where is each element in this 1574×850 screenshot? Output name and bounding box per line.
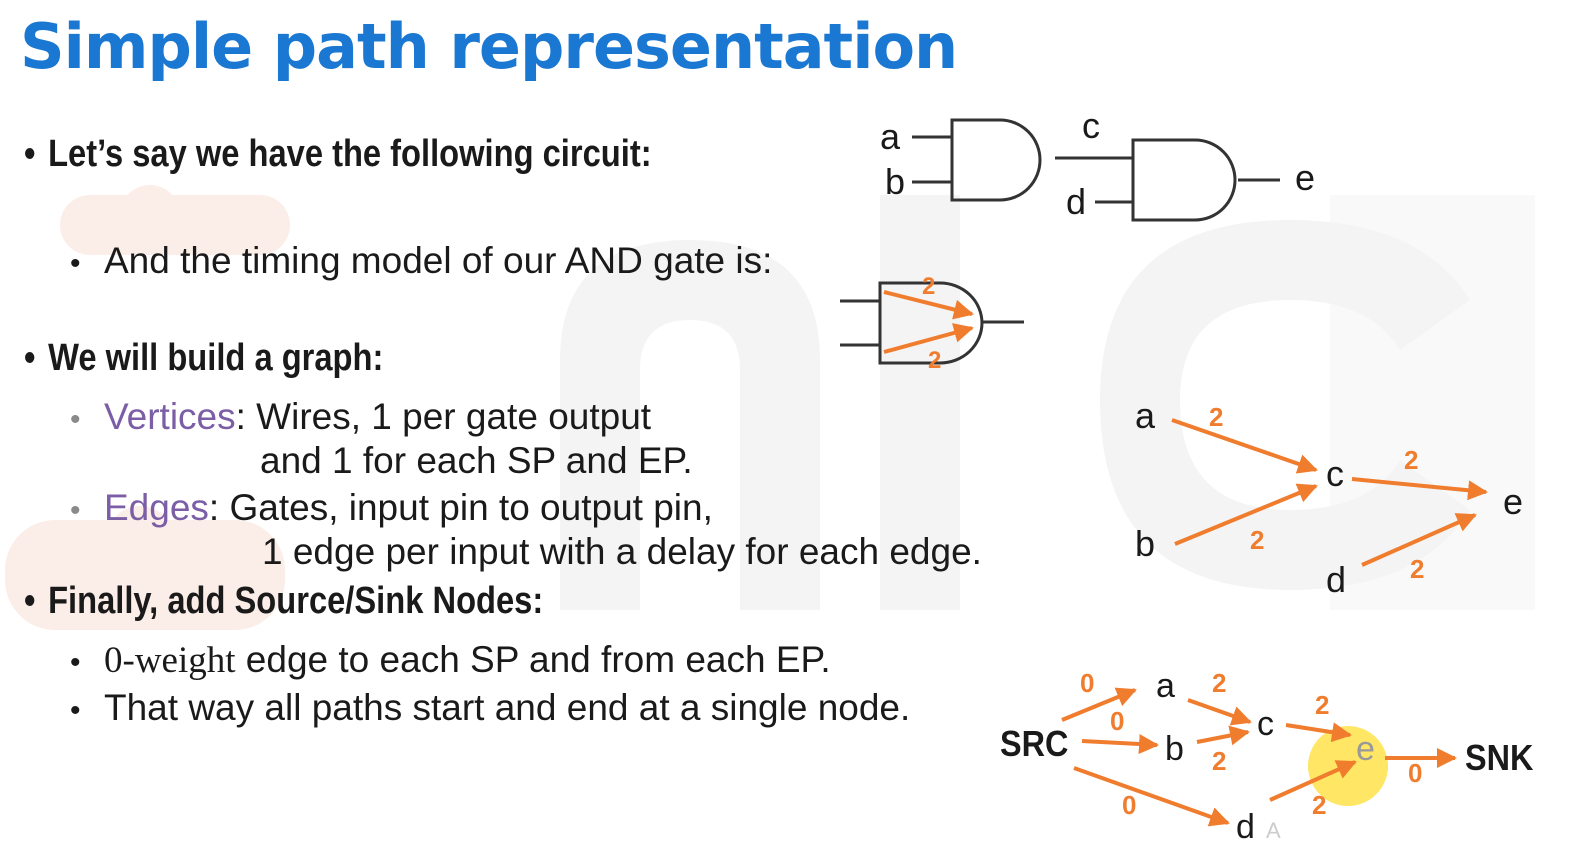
bullet-marker: • [24, 337, 36, 379]
ss-node-b: b [1165, 730, 1184, 768]
sub-bullet-vertices: • Vertices: Wires, 1 per gate output [70, 396, 651, 438]
graph-node-b: b [1135, 523, 1155, 564]
graph-edge-b-c [1174, 483, 1318, 546]
ss-edge-src-a [1061, 687, 1137, 722]
ss-weight-e-snk: 0 [1408, 758, 1422, 788]
edges-text: : Gates, input pin to output pin, [208, 487, 713, 528]
graph-edge-a-c [1171, 418, 1318, 474]
ss-node-d: d [1236, 808, 1255, 846]
cursor-mark: A [1266, 818, 1281, 843]
and-gate-2 [1131, 138, 1237, 222]
bullet-marker: • [70, 694, 81, 727]
bullet-marker: • [70, 646, 81, 679]
graph-weight-d-e: 2 [1410, 554, 1424, 584]
and-gate-1 [950, 118, 1042, 202]
timing-delay-top: 2 [922, 273, 935, 300]
graph-node-e: e [1503, 481, 1523, 522]
graph-edge-c-e [1351, 477, 1488, 501]
circuit-label-d: d [1066, 181, 1086, 222]
graph-node-a: a [1135, 395, 1156, 436]
ss-node-snk: SNK [1465, 738, 1534, 778]
bullet-circuit-text: Let’s say we have the following circuit: [48, 133, 652, 175]
bullet-final: • Finally, add Source/Sink Nodes: [24, 580, 543, 623]
and-gate-timing [878, 281, 984, 365]
edges-continuation: 1 edge per input with a delay for each e… [262, 531, 982, 572]
ss-weight-src-a: 0 [1080, 668, 1094, 698]
sub-bullet-paths: • That way all paths start and end at a s… [70, 687, 910, 729]
timing-graph: a b c d e 2 2 2 2 [1135, 395, 1523, 600]
timing-arc-bottom [883, 323, 974, 354]
graph-weight-c-e: 2 [1404, 445, 1418, 475]
graph-weight-b-c: 2 [1250, 525, 1264, 555]
ss-weight-a-c: 2 [1212, 668, 1226, 698]
bullet-graph-text: We will build a graph: [48, 337, 384, 379]
ss-edge-src-d [1073, 766, 1230, 827]
ss-weight-src-d: 0 [1122, 790, 1136, 820]
zero-weight-term: 0-weight [104, 640, 236, 681]
vertices-text: : Wires, 1 per gate output [235, 396, 652, 437]
ss-edge-b-c [1196, 725, 1250, 746]
vertices-continuation: and 1 for each SP and EP. [260, 440, 693, 481]
circuit-label-c: c [1082, 105, 1100, 146]
bullet-marker: • [70, 494, 81, 527]
timing-delay-bottom: 2 [928, 347, 941, 374]
ss-node-c: c [1257, 705, 1274, 743]
sub-bullet-timing: • And the timing model of our AND gate is… [70, 240, 772, 282]
graph-edge-d-e [1361, 513, 1477, 567]
slide-title: Simple path representation [20, 10, 958, 83]
ss-edge-a-c [1187, 698, 1252, 726]
ss-node-a: a [1156, 667, 1175, 705]
circuit-label-a: a [880, 116, 901, 157]
bullet-final-text: Finally, add Source/Sink Nodes: [48, 580, 544, 622]
circuit-label-e: e [1295, 157, 1315, 198]
bullet-circuit: • Let’s say we have the following circuit… [24, 133, 652, 176]
timing-model-gate: 2 2 [840, 273, 1024, 374]
source-sink-graph: SRC SNK a b c d e 0 0 0 2 2 2 2 0 A [1000, 667, 1534, 846]
graph-node-d: d [1326, 559, 1346, 600]
ss-weight-d-e: 2 [1312, 790, 1326, 820]
sub-bullet-paths-text: That way all paths start and end at a si… [104, 687, 911, 728]
ss-edge-d-e [1269, 760, 1357, 802]
zero-weight-text: edge to each SP and from each EP. [235, 639, 831, 680]
bullet-marker: • [70, 247, 81, 280]
bullet-marker: • [24, 580, 36, 622]
ss-edge-src-b [1081, 734, 1159, 755]
bullet-marker: • [70, 403, 81, 436]
timing-arc-top [883, 290, 974, 320]
ss-edge-c-e [1285, 722, 1352, 743]
sub-bullet-timing-text: And the timing model of our AND gate is: [104, 240, 773, 281]
graph-node-c: c [1326, 453, 1344, 494]
edges-label: Edges [104, 487, 209, 528]
bullet-marker: • [24, 133, 36, 175]
graph-weight-a-c: 2 [1209, 402, 1223, 432]
sub-bullet-edges: • Edges: Gates, input pin to output pin, [70, 487, 713, 529]
circuit-label-b: b [885, 161, 905, 202]
vertices-label: Vertices [104, 396, 236, 437]
ss-weight-c-e: 2 [1315, 690, 1329, 720]
ss-node-e: e [1356, 730, 1375, 768]
bullet-graph: • We will build a graph: [24, 337, 383, 380]
ss-weight-b-c: 2 [1212, 746, 1226, 776]
circuit-diagram [912, 118, 1280, 222]
ss-node-src: SRC [1000, 724, 1068, 764]
ss-weight-src-b: 0 [1110, 706, 1124, 736]
sub-bullet-zero-weight: • 0-weight edge to each SP and from each … [70, 639, 831, 682]
